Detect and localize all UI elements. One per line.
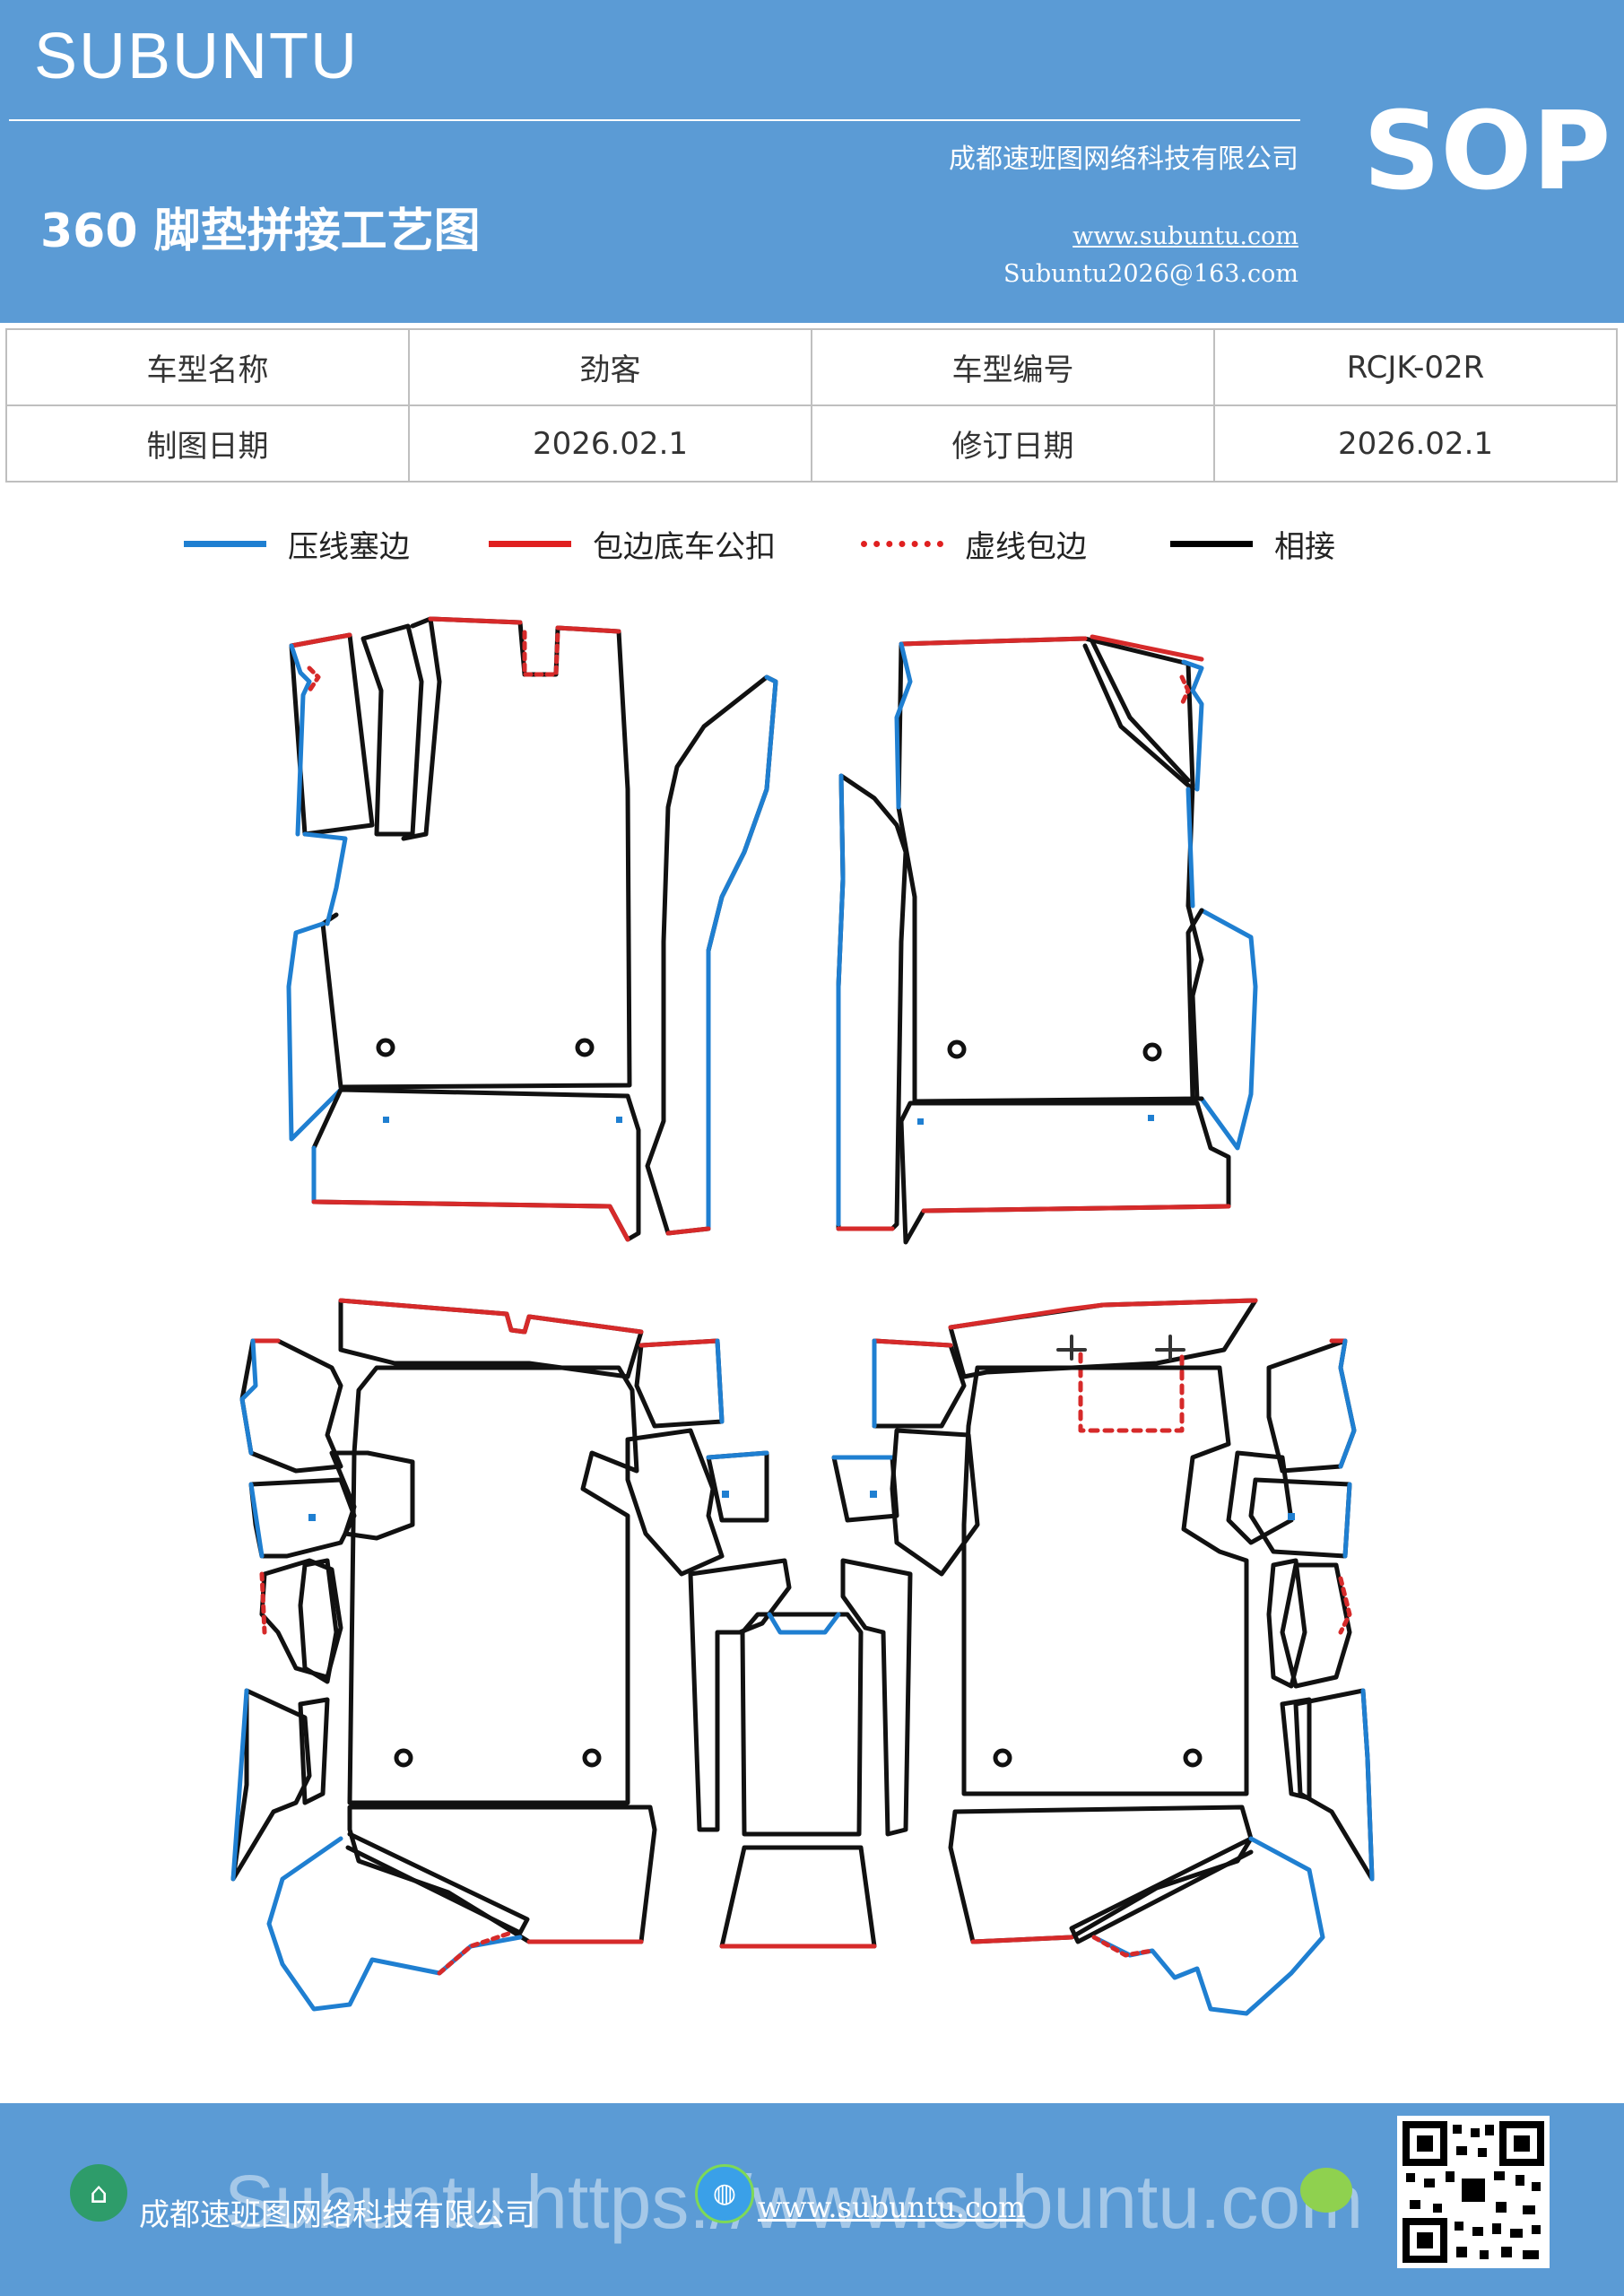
brand-logo: SUBUNTU xyxy=(34,21,360,92)
value-revise-date: 2026.02.1 xyxy=(1213,404,1618,483)
rear-right-mat xyxy=(872,1298,1375,2016)
front-right-mat xyxy=(836,634,1258,1245)
legend-item-blue: 压线塞边 xyxy=(184,522,410,566)
front-left-mat xyxy=(286,616,778,1242)
label-model-code: 车型编号 xyxy=(811,328,1215,406)
value-model-name: 劲客 xyxy=(408,328,812,406)
rear-left-mat xyxy=(230,1298,769,2012)
legend-swatch-black xyxy=(1170,541,1253,547)
header-divider xyxy=(9,119,1300,121)
legend-swatch-red xyxy=(489,541,571,547)
website-link[interactable]: www.subuntu.com xyxy=(1073,222,1298,250)
legend-item-red: 包边底车公扣 xyxy=(489,522,776,566)
table-row: 车型名称 劲客 车型编号 RCJK-02R xyxy=(5,328,1618,406)
header-banner: SUBUNTU SOP 成都速班图网络科技有限公司 360 脚垫拼接工艺图 ww… xyxy=(0,0,1624,323)
label-model-name: 车型名称 xyxy=(5,328,410,406)
label-revise-date: 修订日期 xyxy=(811,404,1215,483)
document-title: 360 脚垫拼接工艺图 xyxy=(40,204,481,258)
table-row: 制图日期 2026.02.1 修订日期 2026.02.1 xyxy=(5,404,1618,483)
footer-company-name: 成都速班图网络科技有限公司 xyxy=(139,2197,535,2233)
legend-label: 包边底车公扣 xyxy=(593,529,776,565)
footer-watermark: Subuntu https://www.subuntu.com xyxy=(224,2160,1364,2244)
email-address: Subuntu2026@163.com xyxy=(1003,260,1298,288)
legend-item-red-dotted: 虚线包边 xyxy=(861,522,1087,566)
legend-swatch-red-dotted xyxy=(861,541,943,547)
footer-website-link[interactable]: www.subuntu.com xyxy=(758,2190,1026,2224)
company-icon: ⌂ xyxy=(70,2164,127,2222)
value-draw-date: 2026.02.1 xyxy=(408,404,812,483)
globe-icon: ◍ xyxy=(695,2164,754,2223)
legend-label: 相接 xyxy=(1274,529,1335,565)
wechat-icon xyxy=(1300,2168,1352,2213)
sop-label: SOP xyxy=(1363,90,1611,214)
legend-label: 虚线包边 xyxy=(965,529,1087,565)
legend: 压线塞边 包边底车公扣 虚线包边 相接 xyxy=(0,522,1624,576)
center-tunnel xyxy=(688,1455,913,1949)
footer-banner: Subuntu https://www.subuntu.com ⌂ 成都速班图网… xyxy=(0,2103,1624,2296)
label-draw-date: 制图日期 xyxy=(5,404,410,483)
legend-swatch-blue xyxy=(184,541,266,547)
legend-item-black: 相接 xyxy=(1170,522,1335,566)
qr-code-icon xyxy=(1397,2116,1550,2268)
value-model-code: RCJK-02R xyxy=(1213,328,1618,406)
legend-label: 压线塞边 xyxy=(288,529,410,565)
vehicle-info-table: 车型名称 劲客 车型编号 RCJK-02R 制图日期 2026.02.1 修订日… xyxy=(5,328,1618,483)
company-name: 成都速班图网络科技有限公司 xyxy=(949,144,1298,175)
floor-mat-diagram xyxy=(230,616,1375,2016)
